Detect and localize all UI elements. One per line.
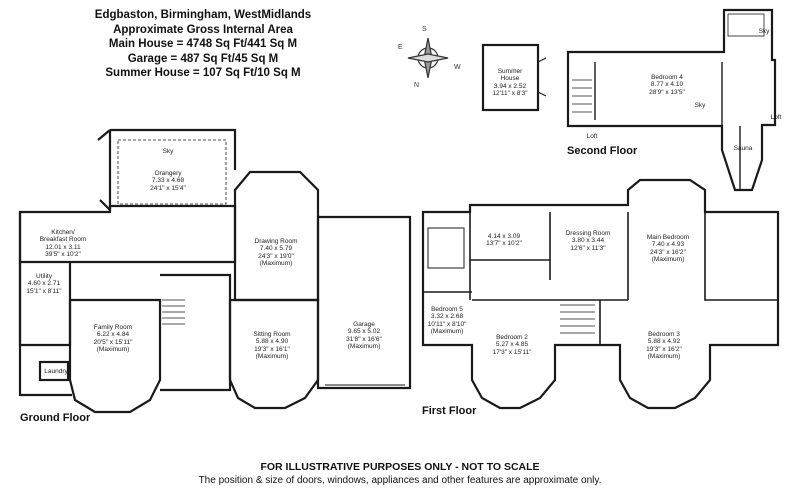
first-floor-bath	[427, 227, 465, 269]
second-floor-partitions	[594, 62, 741, 190]
first-floor-outer	[421, 178, 780, 410]
room-laundry: Laundry	[44, 368, 68, 375]
room-bedroom-2: Bedroom 2 5.27 x 4.85 17'3" x 15'11"	[492, 334, 532, 356]
compass-east: E	[398, 44, 403, 51]
family-room-walls	[68, 298, 162, 414]
orangery-walls	[108, 128, 237, 210]
orangery-skylight	[117, 139, 227, 205]
compass-south: S	[422, 26, 427, 33]
property-header: Edgbaston, Birmingham, WestMidlands Appr…	[78, 8, 328, 81]
room-bedroom-4: Bedroom 4 8.77 x 4.10 28'9" x 13'5"	[649, 74, 685, 96]
room-first-floor-414: 4.14 x 3.09 13'7" x 10'2"	[486, 233, 522, 248]
first-floor-partitions	[423, 212, 778, 345]
room-summer-house: Summer House 3.94 x 2.52 12'11" x 8'3"	[492, 68, 528, 98]
room-orangery: Orangery 7.33 x 4.68 24'1" x 15'4"	[150, 170, 186, 192]
compass-north: N	[414, 82, 420, 89]
sky-orangery: Sky	[162, 148, 174, 155]
room-bedroom-5: Bedroom 5 3.32 x 2.68 10'11" x 8'10" (Ma…	[427, 306, 467, 336]
room-sauna: Sauna	[733, 145, 753, 152]
second-floor-stairs	[572, 79, 592, 113]
sky-bedroom-4: Sky	[694, 102, 706, 109]
second-floor-label: Second Floor	[567, 145, 638, 157]
summer-house-doors	[537, 57, 547, 97]
first-floor-stairs	[560, 304, 595, 334]
ground-floor-label: Ground Floor	[20, 412, 91, 424]
compass-icon	[407, 37, 449, 79]
second-floor-skylight	[727, 13, 765, 37]
room-drawing: Drawing Room 7.40 x 5.79 24'3" x 19'0" (…	[254, 238, 298, 268]
room-garage: Garage 9.65 x 5.02 31'8" x 16'6" (Maximu…	[346, 321, 382, 351]
orangery-bay-left	[97, 129, 111, 211]
room-sitting: Sitting Room 5.88 x 4.90 19'3" x 16'1" (…	[253, 331, 291, 361]
room-family: Family Room 6.22 x 4.84 20'5" x 15'11" (…	[93, 324, 133, 354]
ground-stairs	[162, 299, 185, 325]
laundry-room	[38, 360, 70, 382]
loft-right: Loft	[770, 114, 782, 121]
disclaimer-text: The position & size of doors, windows, a…	[198, 475, 602, 486]
main-house-area: Main House = 4748 Sq Ft/441 Sq M	[108, 38, 298, 50]
area-title: Approximate Gross Internal Area	[113, 23, 293, 36]
room-dressing: Dressing Room 3.80 x 3.44 12'6" x 11'3"	[565, 230, 611, 252]
drawing-room-walls	[233, 170, 320, 302]
room-utility: Utility 4.60 x 2.71 15'1" x 8'11"	[26, 273, 62, 295]
second-floor-outer	[566, 8, 777, 192]
hall-walls	[160, 273, 232, 392]
sky-top: Sky	[758, 28, 770, 35]
disclaimer-title: FOR ILLUSTRATIVE PURPOSES ONLY - NOT TO …	[260, 461, 540, 473]
summer-house-walls	[481, 43, 540, 112]
room-kitchen: Kitchen/ Breakfast Room 12.01 x 3.11 39'…	[39, 229, 87, 259]
garage-walls	[316, 215, 412, 390]
location-title: Edgbaston, Birmingham, WestMidlands	[94, 9, 312, 21]
compass-west: W	[454, 64, 461, 71]
room-bedroom-3: Bedroom 3 5.88 x 4.92 19'3" x 16'2" (Max…	[646, 331, 682, 361]
garage-area: Garage = 487 Sq Ft/45 Sq M	[127, 52, 279, 65]
summer-house-area: Summer House = 107 Sq Ft/10 Sq M	[105, 67, 301, 79]
loft-left: Loft	[586, 133, 598, 140]
room-main-bedroom: Main Bedroom 7.40 x 4.93 24'3" x 16'2" (…	[646, 234, 690, 264]
first-floor-label: First Floor	[422, 405, 477, 417]
